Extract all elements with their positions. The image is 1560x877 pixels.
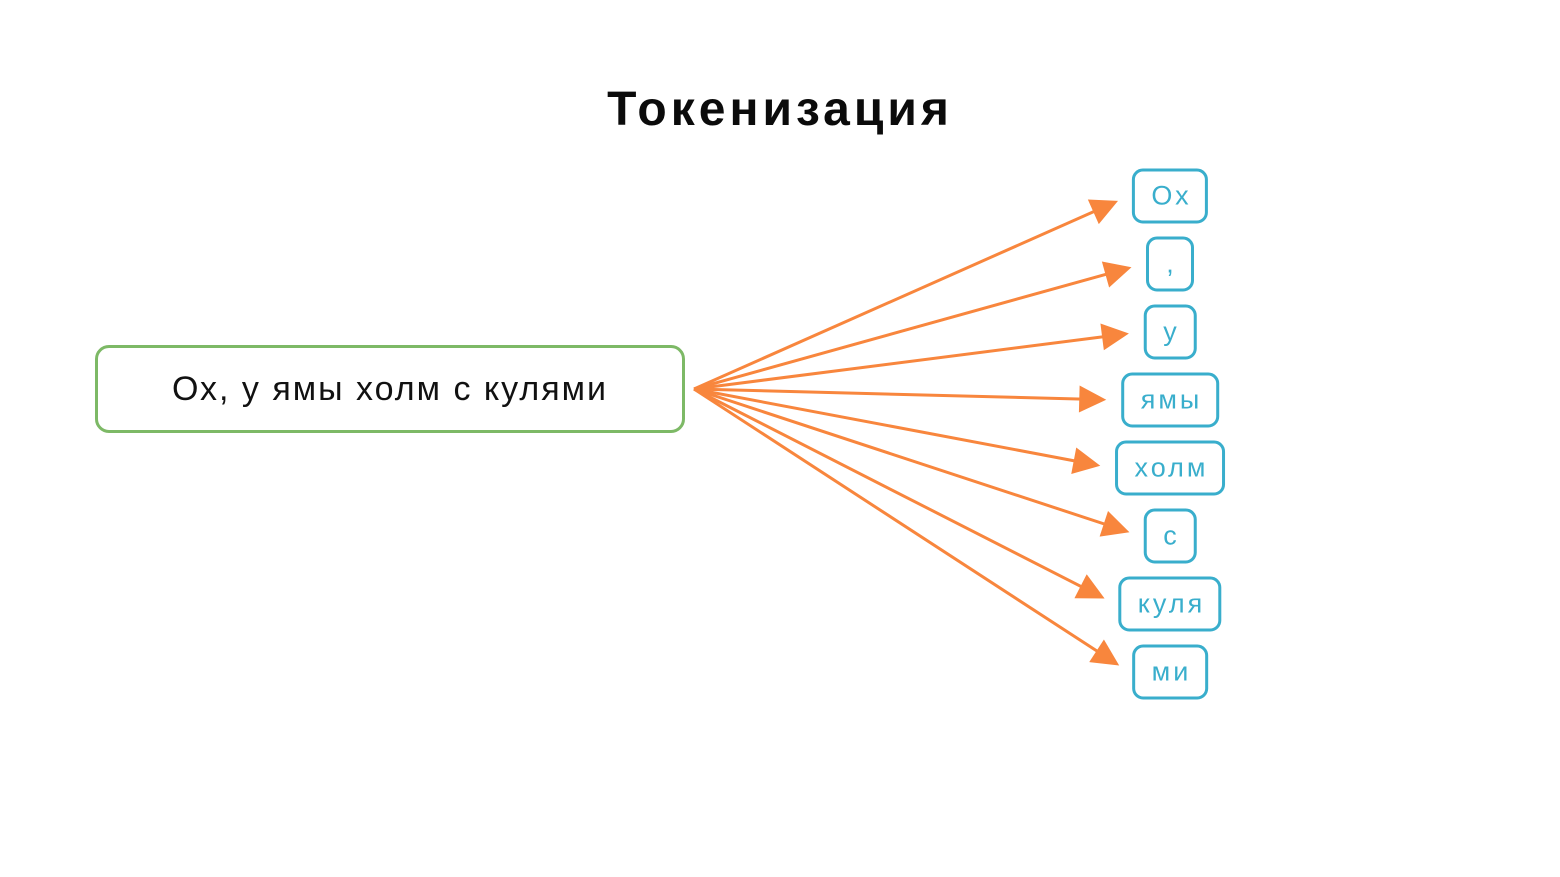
token-box-3: у xyxy=(1143,304,1197,360)
source-sentence-text: Ох, у ямы холм с кулями xyxy=(171,369,609,408)
token-label: ми xyxy=(1151,656,1192,687)
token-label: с xyxy=(1163,520,1180,551)
token-box-2: , xyxy=(1146,236,1194,292)
token-box-8: ми xyxy=(1132,644,1208,700)
token-arrow xyxy=(693,387,1130,537)
token-arrow xyxy=(693,261,1132,391)
token-arrow xyxy=(693,387,1120,666)
token-arrow xyxy=(693,387,1105,599)
page-title: Токенизация xyxy=(607,83,953,136)
token-arrow xyxy=(693,199,1119,391)
token-box-6: с xyxy=(1143,508,1197,564)
token-box-5: холм xyxy=(1115,440,1225,496)
source-sentence-box: Ох, у ямы холм с кулями xyxy=(95,345,685,433)
token-arrow xyxy=(693,387,1101,475)
token-arrow xyxy=(693,385,1107,413)
token-label: куля xyxy=(1137,588,1206,619)
token-label: холм xyxy=(1134,452,1209,483)
token-label: у xyxy=(1163,316,1180,347)
token-box-7: куля xyxy=(1118,576,1222,632)
token-box-4: ямы xyxy=(1121,372,1219,428)
token-label: ямы xyxy=(1140,384,1203,415)
token-label: Ох xyxy=(1151,180,1192,211)
token-label: , xyxy=(1166,248,1177,279)
token-box-1: Ох xyxy=(1131,168,1209,224)
token-arrow xyxy=(693,323,1129,391)
